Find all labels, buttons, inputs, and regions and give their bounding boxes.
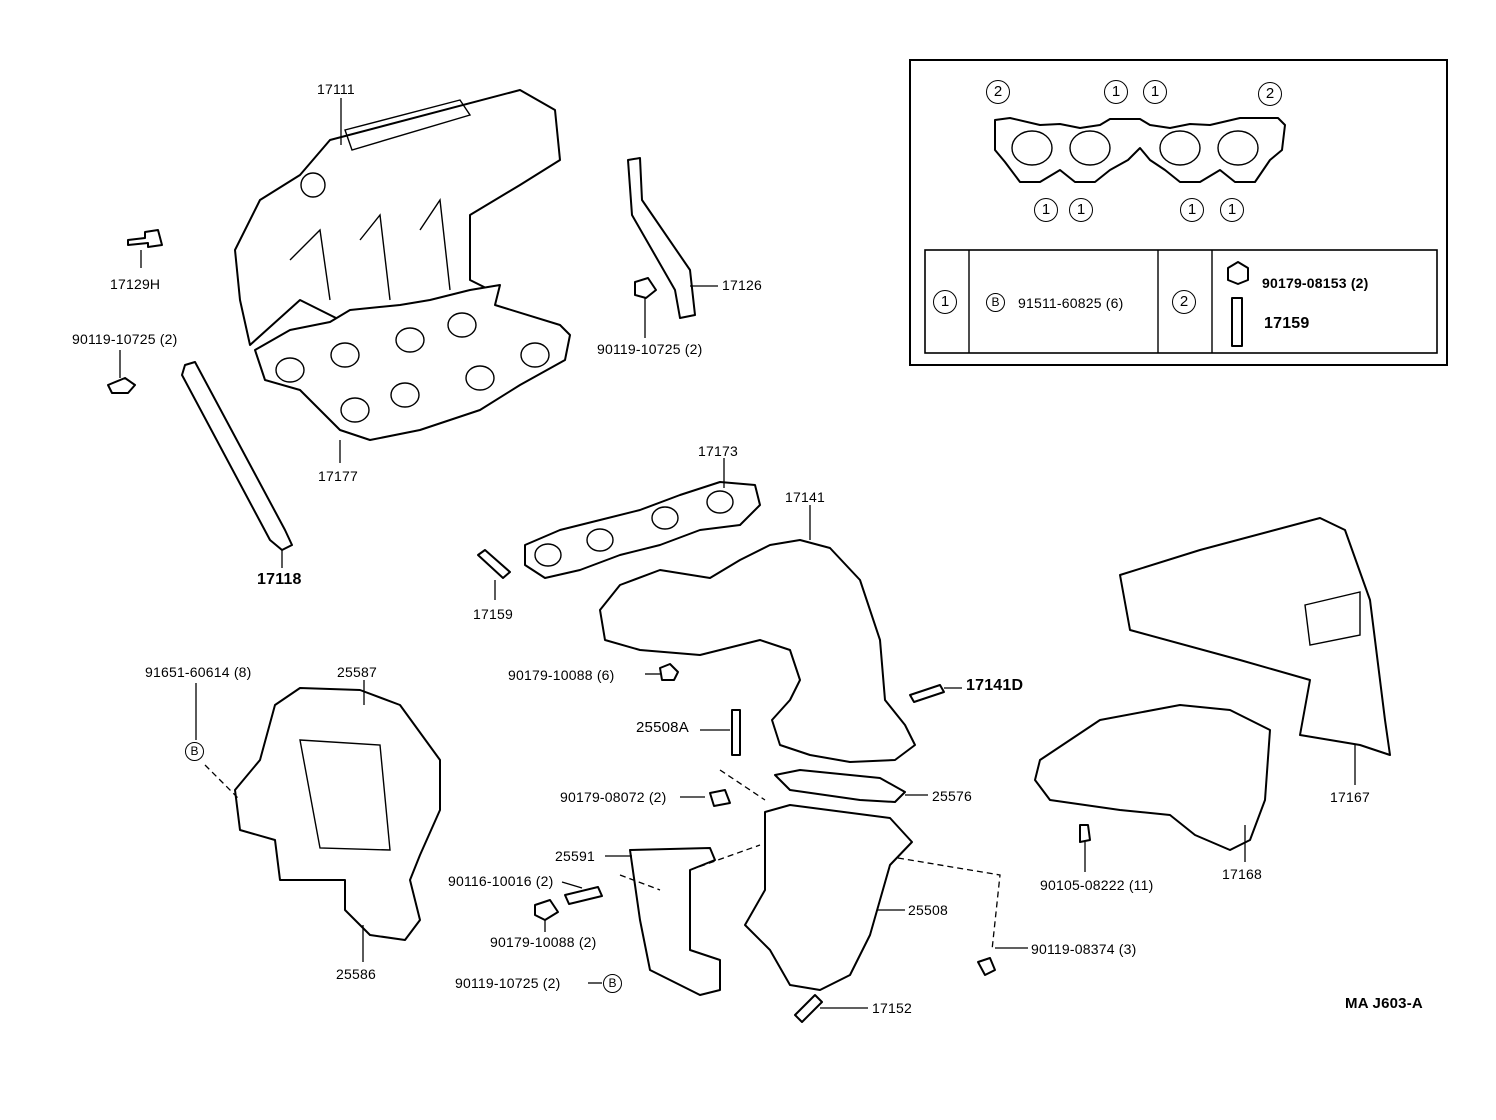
marker-b-insulator: B — [185, 742, 204, 761]
bracket-25591-drawing — [629, 847, 721, 996]
figure-code: MA J603-A — [1345, 995, 1423, 1012]
part-label-90105-08222: 90105-08222 (11) — [1040, 877, 1154, 893]
part-label-17152: 17152 — [872, 1000, 912, 1016]
gasket-legend-drawing — [994, 117, 1286, 183]
nut-icon — [1227, 261, 1249, 285]
part-label-17167: 17167 — [1330, 789, 1370, 805]
legend-marker-top-1: 2 — [986, 80, 1010, 104]
part-label-25591: 25591 — [555, 848, 595, 864]
stay-17126-drawing — [627, 157, 696, 319]
part-label-17168: 17168 — [1222, 866, 1262, 882]
part-label-17129H: 17129H — [110, 276, 161, 292]
heat-insulator-17168-drawing — [1034, 704, 1271, 851]
leader-lines — [119, 98, 1356, 1009]
part-label-90179-08072: 90179-08072 (2) — [560, 789, 667, 805]
part-label-25587: 25587 — [337, 664, 377, 680]
bolt-17126-drawing — [634, 277, 657, 299]
part-label-25576: 25576 — [932, 788, 972, 804]
assembly-dash-lines — [204, 764, 1001, 951]
part-label-90119-10725-c: 90119-10725 (2) — [455, 975, 561, 991]
legend-table-item-stud: 17159 — [1264, 315, 1310, 332]
stud-17152-drawing — [794, 994, 823, 1023]
converter-25508-drawing — [744, 804, 913, 991]
gasket-25576-drawing — [774, 769, 906, 803]
marker-b-bracket: B — [603, 974, 622, 993]
part-label-17118: 17118 — [257, 571, 302, 588]
part-label-25508A: 25508A — [636, 719, 689, 736]
legend-marker-top-4: 2 — [1258, 82, 1282, 106]
part-label-25586: 25586 — [336, 966, 376, 982]
legend-table-key-2: 2 — [1172, 290, 1196, 314]
part-label-90119-10725-b: 90119-10725 (2) — [597, 341, 703, 357]
part-label-90119-10725-a: 90119-10725 (2) — [72, 331, 178, 347]
bolt-17129H-drawing — [127, 229, 163, 248]
part-label-17177: 17177 — [318, 468, 358, 484]
exhaust-gasket-17173-drawing — [524, 481, 761, 579]
part-label-90179-10088-b: 90179-10088 (2) — [490, 934, 597, 950]
legend-table-mark-b: B — [986, 293, 1005, 312]
bolt-90105-drawing — [1079, 824, 1091, 843]
legend-marker-bottom-4: 1 — [1220, 198, 1244, 222]
heat-insulator-17167-drawing — [1119, 517, 1391, 756]
part-label-17173: 17173 — [698, 443, 738, 459]
legend-table-key-1: 1 — [933, 290, 957, 314]
legend-marker-bottom-2: 1 — [1069, 198, 1093, 222]
part-label-17141: 17141 — [785, 489, 825, 505]
part-label-90116-10016: 90116-10016 (2) — [448, 873, 554, 889]
legend-marker-bottom-1: 1 — [1034, 198, 1058, 222]
legend-marker-top-3: 1 — [1143, 80, 1167, 104]
stud-90116-drawing — [564, 886, 603, 905]
stud-17159-drawing — [477, 549, 511, 579]
part-label-90179-10088-a: 90179-10088 (6) — [508, 667, 615, 683]
part-label-90119-08374: 90119-08374 (3) — [1031, 941, 1137, 957]
part-label-17126: 17126 — [722, 277, 762, 293]
part-label-91651-60614: 91651-60614 (8) — [145, 664, 252, 680]
part-label-17159: 17159 — [473, 606, 513, 622]
legend-box — [909, 59, 1448, 366]
bolt-90119-08374-drawing — [977, 957, 996, 976]
legend-table-part-1: 91511-60825 (6) — [1018, 295, 1124, 311]
part-label-17141D: 17141D — [966, 677, 1024, 694]
bolt-left-drawing — [107, 377, 136, 394]
part-label-17111: 17111 — [317, 81, 355, 97]
nut-90179-10088-drawing — [534, 899, 559, 921]
stud-25508A-drawing — [731, 709, 741, 756]
legend-marker-top-2: 1 — [1104, 80, 1128, 104]
legend-table-item-nut: 90179-08153 (2) — [1262, 275, 1369, 291]
stay-17118-drawing — [181, 361, 293, 551]
intake-gasket-drawing — [254, 284, 571, 441]
legend-marker-bottom-3: 1 — [1180, 198, 1204, 222]
part-label-25508: 25508 — [908, 902, 948, 918]
exhaust-manifold-drawing — [599, 539, 916, 763]
nut-drawing — [659, 663, 679, 681]
nut-25508A-drawing — [709, 789, 731, 807]
stud-icon — [1231, 297, 1243, 347]
stud-17141D-drawing — [909, 684, 945, 703]
heat-insulator-25587-drawing — [234, 687, 441, 941]
